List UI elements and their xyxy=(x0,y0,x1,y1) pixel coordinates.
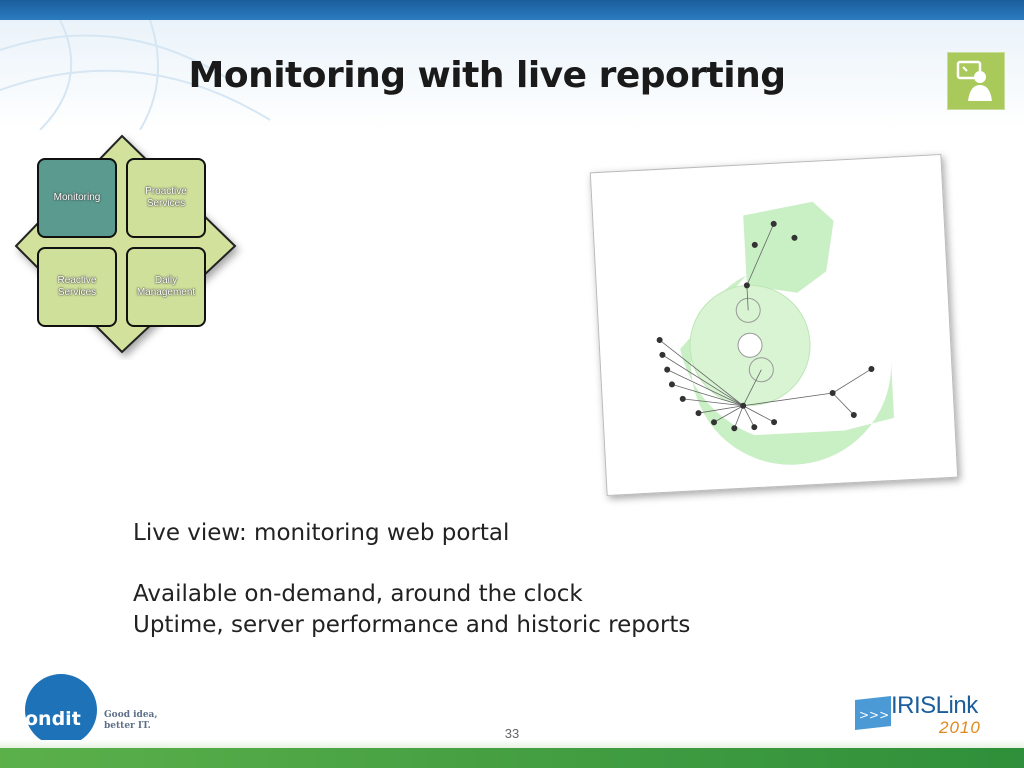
tile-label: Daily Management xyxy=(136,275,196,298)
header-background xyxy=(0,20,1024,130)
page-number: 33 xyxy=(504,726,520,741)
tagline: Good idea, better IT. xyxy=(104,710,158,732)
tagline-line-1: Good idea, xyxy=(104,710,158,720)
irislink-logo: >>> IRISLink 2010 xyxy=(853,690,998,740)
presenter-icon xyxy=(947,52,1005,110)
tile-reactive-services[interactable]: Reactive Services xyxy=(37,247,117,327)
ondit-logo-circle xyxy=(25,674,97,746)
ondit-logo-text: ondit xyxy=(25,708,81,730)
chevron-arrows-icon: >>> xyxy=(855,696,891,730)
tile-monitoring[interactable]: Monitoring xyxy=(37,158,117,238)
spacer xyxy=(133,549,690,579)
footer-bar xyxy=(0,748,1024,768)
globe-lines-decoration xyxy=(0,20,271,130)
tile-label: Proactive Services xyxy=(145,186,187,209)
body-text: Live view: monitoring web portal Availab… xyxy=(133,518,690,641)
network-map-image xyxy=(589,154,959,496)
tile-label: Monitoring xyxy=(53,192,101,203)
body-line-live-view: Live view: monitoring web portal xyxy=(133,520,510,546)
top-accent-bar xyxy=(0,0,1024,20)
tile-proactive-services[interactable]: Proactive Services xyxy=(126,158,206,238)
irislink-year: 2010 xyxy=(939,718,981,737)
tile-label: Reactive Services xyxy=(57,275,97,298)
tile-daily-management[interactable]: Daily Management xyxy=(126,247,206,327)
irislink-text: IRISLink xyxy=(891,692,978,719)
footer-strip xyxy=(0,740,1024,748)
service-diamond: Monitoring Proactive Services Reactive S… xyxy=(10,130,250,360)
tagline-line-2: better IT. xyxy=(104,721,151,731)
svg-text:>>>: >>> xyxy=(859,708,889,722)
body-line-reports: Uptime, server performance and historic … xyxy=(133,612,691,638)
slide-title: Monitoring with live reporting xyxy=(188,55,786,96)
body-line-availability: Available on-demand, around the clock xyxy=(133,581,583,607)
